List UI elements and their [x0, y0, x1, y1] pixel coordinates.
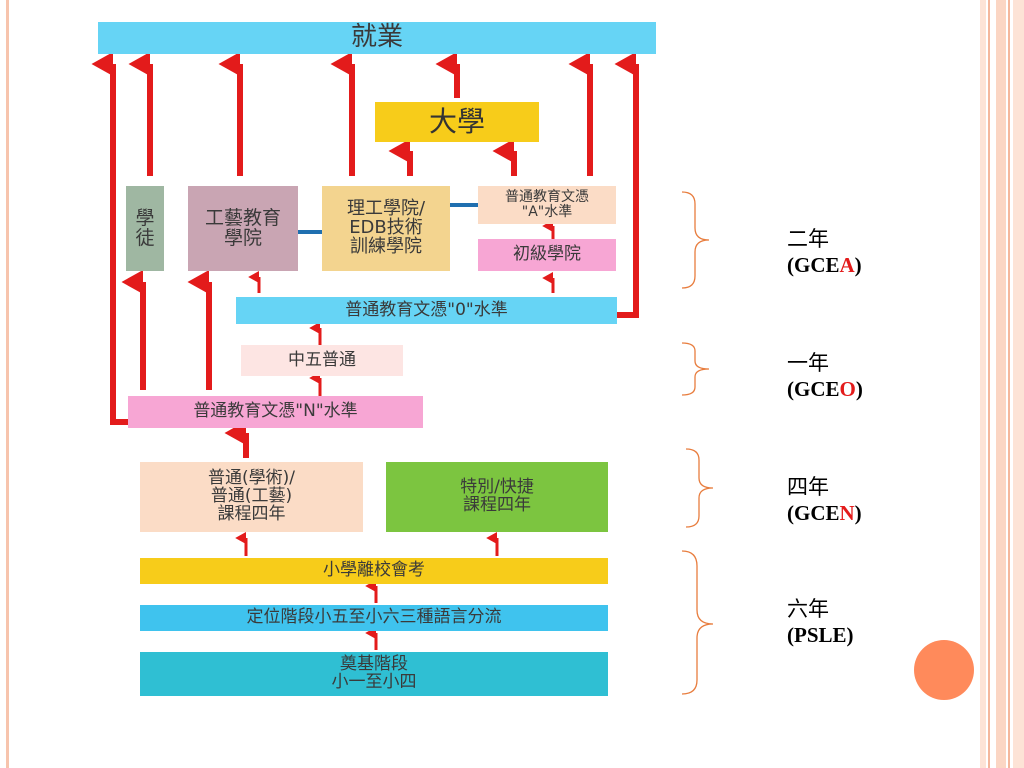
box-sec5-normal: 中五普通 — [241, 345, 403, 376]
box-ite: 工藝教育 學院 — [188, 186, 298, 271]
arrow-olevel-to-employment — [614, 52, 639, 318]
slide-border-left-stripe — [6, 0, 9, 768]
code-highlight: O — [839, 377, 856, 401]
code-highlight: A — [839, 253, 855, 277]
slide-border-stripe-4 — [1008, 0, 1010, 768]
decorative-orange-circle — [914, 640, 974, 700]
code-suffix: ) — [846, 623, 854, 647]
label-years: 六年 — [787, 597, 829, 621]
box-apprentice: 學 徒 — [126, 186, 164, 271]
box-polytechnic: 理工學院/ EDB技術 訓練學院 — [322, 186, 450, 271]
label-code: (PSLE) — [787, 622, 854, 648]
slide-border-stripe-5 — [1013, 0, 1024, 768]
code-highlight: N — [839, 501, 855, 525]
box-o-level: 普通教育文憑"0"水準 — [236, 297, 617, 324]
bracket-gce-o — [681, 342, 710, 396]
code-suffix: ) — [854, 501, 862, 525]
bracket-psle — [681, 550, 714, 695]
box-university: 大學 — [375, 102, 539, 142]
label-gce-o: 一年 (GCEO) — [787, 350, 863, 402]
bracket-gce-n — [685, 448, 714, 528]
box-psle-exam: 小學離校會考 — [140, 558, 608, 584]
label-years: 四年 — [787, 475, 829, 499]
box-junior-college: 初級學院 — [478, 239, 616, 271]
label-psle: 六年 (PSLE) — [787, 596, 854, 648]
box-employment: 就業 — [98, 22, 656, 54]
code-prefix: (GCE — [787, 377, 840, 401]
label-code: (GCEN) — [787, 500, 862, 526]
slide-border-stripe-3 — [996, 0, 1006, 768]
slide-border-stripe-1 — [980, 0, 986, 768]
label-code: (GCEO) — [787, 376, 863, 402]
code-suffix: ) — [854, 253, 862, 277]
code-suffix: ) — [855, 377, 863, 401]
label-code: (GCEA) — [787, 252, 862, 278]
box-normal-stream: 普通(學術)/ 普通(工藝) 課程四年 — [140, 462, 363, 532]
code-prefix: (PSLE — [787, 623, 847, 647]
box-orientation: 定位階段小五至小六三種語言分流 — [140, 605, 608, 631]
label-years: 二年 — [787, 227, 829, 251]
box-a-level: 普通教育文憑 "A"水準 — [478, 186, 616, 224]
code-prefix: (GCE — [787, 253, 840, 277]
box-foundation: 奠基階段 小一至小四 — [140, 652, 608, 696]
slide-border-stripe-2 — [988, 0, 990, 768]
label-gce-n: 四年 (GCEN) — [787, 474, 862, 526]
label-gce-a: 二年 (GCEA) — [787, 226, 862, 278]
code-prefix: (GCE — [787, 501, 840, 525]
arrow-nlevel-to-employment — [91, 52, 130, 425]
bracket-gce-a — [681, 191, 710, 289]
box-n-level: 普通教育文憑"N"水準 — [128, 396, 423, 428]
label-years: 一年 — [787, 351, 829, 375]
box-special-express: 特別/快捷 課程四年 — [386, 462, 608, 532]
